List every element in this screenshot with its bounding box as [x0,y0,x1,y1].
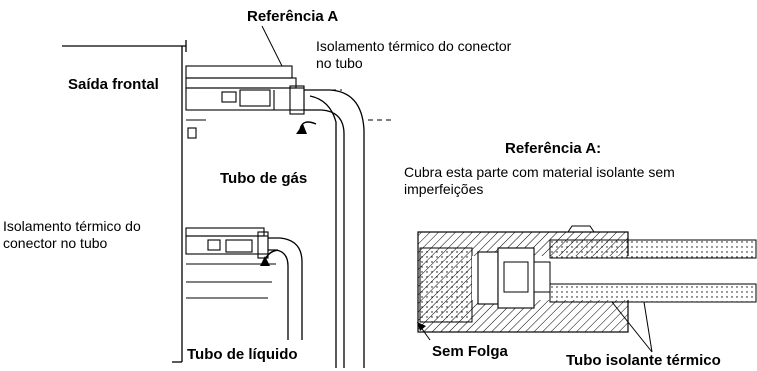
dashed-marker [304,89,392,121]
connector-insulation-top-label: Isolamento térmico do conector no tubo [316,38,512,71]
insulating-tube-label: Tubo isolante térmico [566,352,721,369]
front-outlet-label: Saída frontal [68,76,159,93]
connector-insulation-left-label: Isolamento térmico do conector no tubo [3,218,141,251]
gas-pipe-label: Tubo de gás [220,170,308,187]
liquid-pipe-label: Tubo de líquido [187,346,298,363]
liquid-pipe [263,237,303,340]
reference-a-leader [261,25,283,67]
gas-pipe [299,89,365,368]
no-gap-label: Sem Folga [432,343,508,360]
gas-connector [185,65,305,139]
detail-cross-section [417,225,757,333]
reference-a-label: Referência A [247,8,339,25]
reference-a-detail-title: Referência A: [505,140,602,157]
liquid-insulation-arrow-head [260,256,270,266]
no-gap-arrow-head [417,322,426,331]
gas-insulation-arrow-head [296,124,307,134]
unit-housing [62,40,187,363]
detail-instruction-text: Cubra esta parte com material isolante s… [404,164,675,197]
